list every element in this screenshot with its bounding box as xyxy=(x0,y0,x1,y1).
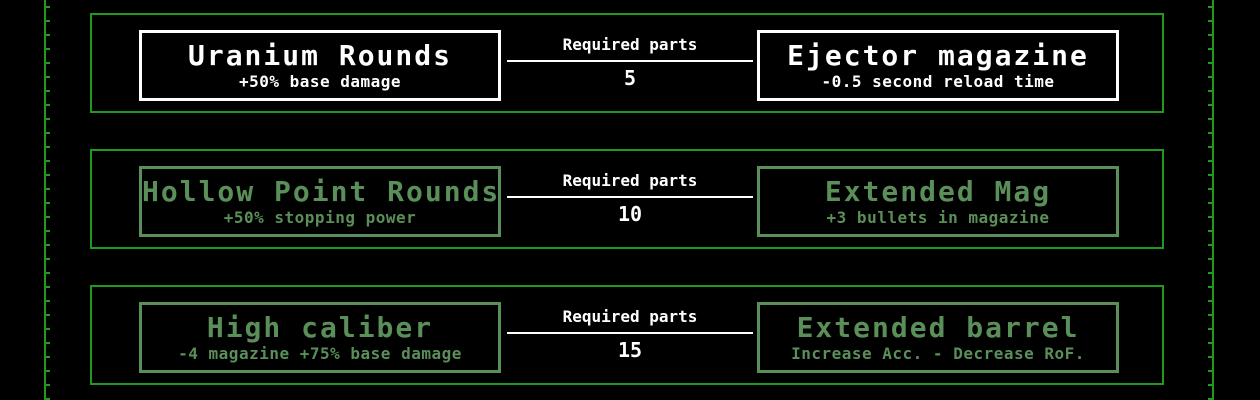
frame-tick xyxy=(1208,258,1212,260)
frame-left-border xyxy=(44,0,46,400)
frame-tick xyxy=(46,356,50,358)
frame-tick xyxy=(46,342,50,344)
required-parts-count: 15 xyxy=(617,338,643,362)
upgrade-option-high-caliber[interactable]: High caliber -4 magazine +75% base damag… xyxy=(139,302,501,373)
frame-tick xyxy=(46,216,50,218)
upgrade-name: Extended Mag xyxy=(824,175,1052,208)
frame-tick xyxy=(1208,90,1212,92)
upgrade-name: Extended barrel xyxy=(796,311,1080,344)
frame-tick xyxy=(1208,356,1212,358)
frame-tick xyxy=(46,174,50,176)
frame-tick xyxy=(1208,314,1212,316)
frame-tick xyxy=(46,328,50,330)
frame-tick xyxy=(46,370,50,372)
upgrade-option-ejector-magazine[interactable]: Ejector magazine -0.5 second reload time xyxy=(757,30,1119,101)
frame-tick xyxy=(46,34,50,36)
upgrade-description: +3 bullets in magazine xyxy=(826,208,1050,227)
frame-tick xyxy=(46,62,50,64)
required-parts-divider xyxy=(507,332,753,334)
frame-tick xyxy=(1208,398,1212,400)
upgrade-description: -4 magazine +75% base damage xyxy=(178,344,462,363)
frame-tick xyxy=(46,230,50,232)
upgrade-description: Increase Acc. - Decrease RoF. xyxy=(791,344,1085,363)
frame-tick xyxy=(1208,34,1212,36)
frame-tick xyxy=(46,244,50,246)
frame-tick xyxy=(1208,132,1212,134)
required-parts-divider xyxy=(507,196,753,198)
frame-tick xyxy=(1208,174,1212,176)
frame-tick xyxy=(46,48,50,50)
required-parts: Required parts 10 xyxy=(507,171,753,226)
frame-tick xyxy=(46,286,50,288)
frame-tick xyxy=(1208,230,1212,232)
required-parts-count: 5 xyxy=(623,66,637,90)
required-parts-label: Required parts xyxy=(562,307,698,326)
frame-tick xyxy=(46,398,50,400)
required-parts-divider xyxy=(507,60,753,62)
frame-tick xyxy=(1208,188,1212,190)
frame-tick xyxy=(1208,286,1212,288)
required-parts-label: Required parts xyxy=(562,35,698,54)
frame-tick xyxy=(46,146,50,148)
frame-tick xyxy=(1208,48,1212,50)
upgrade-name: Ejector magazine xyxy=(787,39,1089,72)
frame-tick xyxy=(46,300,50,302)
frame-tick xyxy=(1208,20,1212,22)
upgrade-description: +50% base damage xyxy=(238,72,402,91)
frame-tick xyxy=(1208,328,1212,330)
frame-tick xyxy=(1208,6,1212,8)
required-parts: Required parts 5 xyxy=(507,35,753,90)
frame-tick xyxy=(46,20,50,22)
frame-tick xyxy=(46,76,50,78)
upgrade-tier-1: Uranium Rounds +50% base damage Required… xyxy=(90,13,1164,113)
upgrade-description: -0.5 second reload time xyxy=(821,72,1055,91)
upgrade-option-extended-mag[interactable]: Extended Mag +3 bullets in magazine xyxy=(757,166,1119,237)
frame-tick xyxy=(1208,160,1212,162)
frame-tick xyxy=(1208,62,1212,64)
frame-tick xyxy=(46,104,50,106)
required-parts-label: Required parts xyxy=(562,171,698,190)
upgrade-option-hollow-point-rounds[interactable]: Hollow Point Rounds +50% stopping power xyxy=(139,166,501,237)
upgrade-option-extended-barrel[interactable]: Extended barrel Increase Acc. - Decrease… xyxy=(757,302,1119,373)
frame-tick xyxy=(46,272,50,274)
upgrade-tier-3: High caliber -4 magazine +75% base damag… xyxy=(90,285,1164,385)
required-parts-count: 10 xyxy=(617,202,643,226)
required-parts: Required parts 15 xyxy=(507,307,753,362)
frame-tick xyxy=(46,118,50,120)
frame-tick xyxy=(1208,342,1212,344)
frame-tick xyxy=(46,258,50,260)
frame-tick xyxy=(1208,300,1212,302)
frame-right-border xyxy=(1212,0,1214,400)
frame-tick xyxy=(46,90,50,92)
frame-tick xyxy=(1208,202,1212,204)
frame-tick xyxy=(1208,216,1212,218)
frame-tick xyxy=(1208,118,1212,120)
upgrade-name: Hollow Point Rounds xyxy=(142,175,501,208)
upgrade-name: High caliber xyxy=(206,311,434,344)
frame-tick xyxy=(1208,272,1212,274)
frame-tick xyxy=(46,6,50,8)
frame-tick xyxy=(1208,244,1212,246)
frame-tick xyxy=(46,132,50,134)
frame-tick xyxy=(1208,104,1212,106)
frame-tick xyxy=(46,202,50,204)
frame-tick xyxy=(46,384,50,386)
upgrade-name: Uranium Rounds xyxy=(187,39,452,72)
frame-tick xyxy=(46,314,50,316)
frame-tick xyxy=(1208,370,1212,372)
upgrade-option-uranium-rounds[interactable]: Uranium Rounds +50% base damage xyxy=(139,30,501,101)
frame-tick xyxy=(46,160,50,162)
frame-tick xyxy=(1208,146,1212,148)
upgrade-tier-2: Hollow Point Rounds +50% stopping power … xyxy=(90,149,1164,249)
frame-tick xyxy=(46,188,50,190)
upgrade-description: +50% stopping power xyxy=(223,208,417,227)
frame-tick xyxy=(1208,76,1212,78)
frame-tick xyxy=(1208,384,1212,386)
